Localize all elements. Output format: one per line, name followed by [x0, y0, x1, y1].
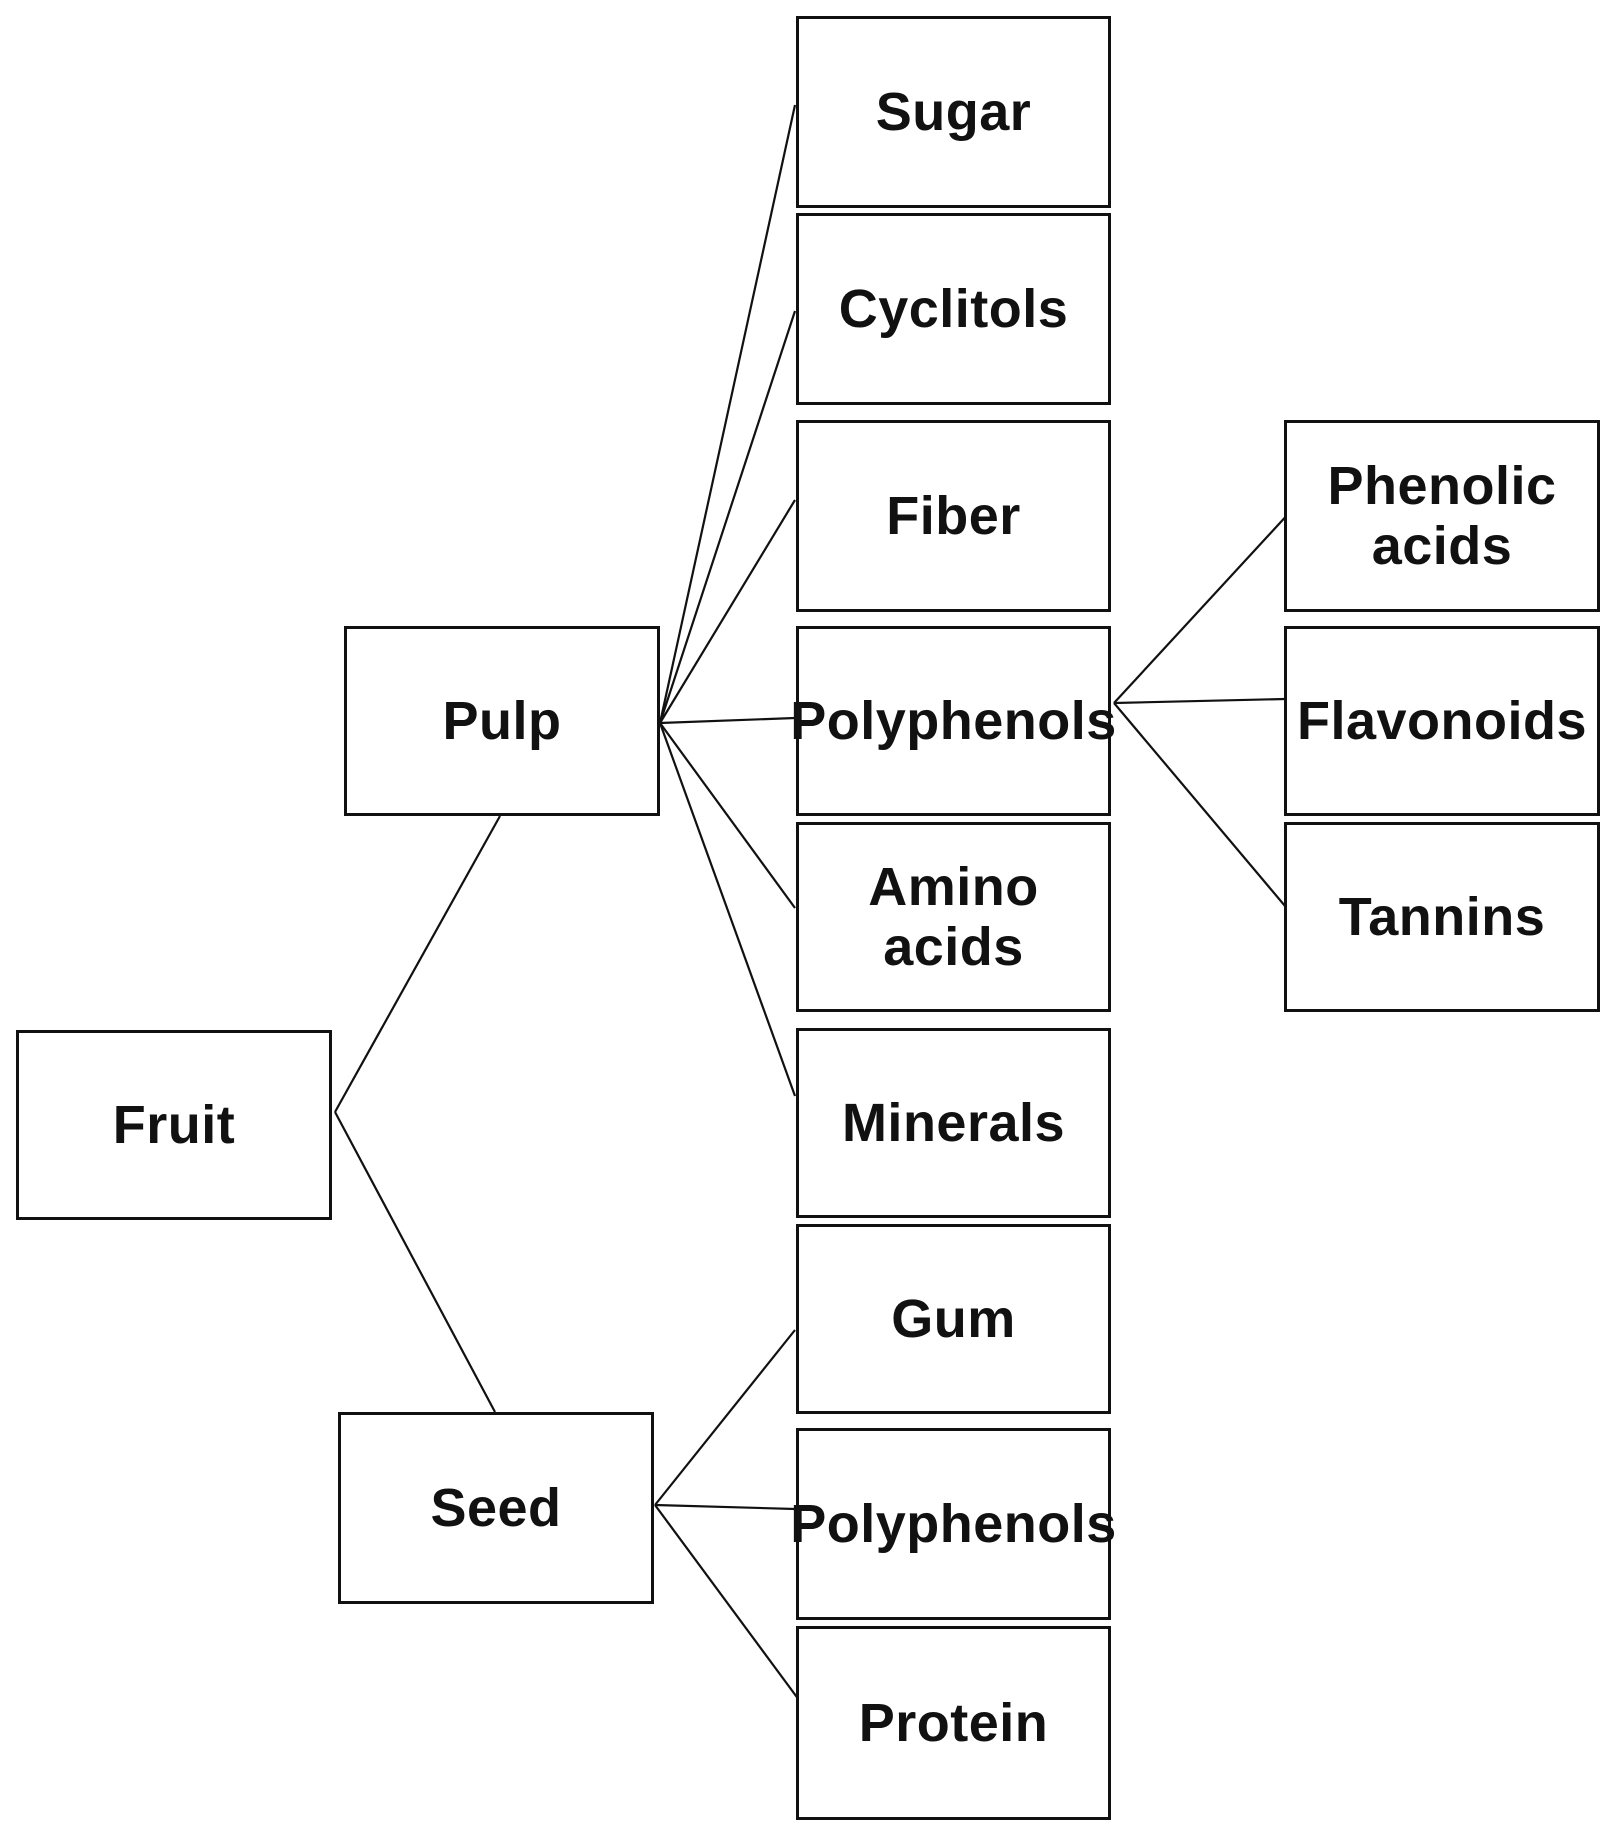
node-seed-label: Seed — [430, 1477, 562, 1538]
node-gum-label: Gum — [891, 1288, 1016, 1349]
link-polyphenols-tannins — [1113, 702, 1286, 907]
link-pulp-sugar — [658, 104, 797, 724]
link-pulp-fiber — [659, 499, 796, 724]
node-cyclitols-label: Cyclitols — [838, 278, 1069, 339]
node-protein: Protein — [796, 1626, 1111, 1820]
link-fruit-pulp — [334, 815, 501, 1113]
node-flavonoids-label: Flavonoids — [1296, 690, 1588, 751]
node-phenolic-acids: Phenolic acids — [1284, 420, 1600, 612]
node-amino-acids: Amino acids — [796, 822, 1111, 1012]
node-tannins: Tannins — [1284, 822, 1600, 1012]
node-fruit-label: Fruit — [112, 1094, 236, 1155]
node-seed: Seed — [338, 1412, 654, 1604]
node-fiber-label: Fiber — [886, 485, 1021, 546]
node-amino-acids-label: Amino acids — [868, 856, 1039, 977]
link-seed-protein — [654, 1504, 800, 1701]
node-sugar-label: Sugar — [875, 81, 1032, 142]
link-seed-gum — [654, 1329, 796, 1506]
node-sugar: Sugar — [796, 16, 1111, 208]
node-seed-polyphenols: Polyphenols — [790, 1428, 1116, 1620]
node-minerals-label: Minerals — [841, 1092, 1066, 1153]
node-flavonoids: Flavonoids — [1284, 626, 1600, 816]
node-pulp-polyphenols-label: Polyphenols — [790, 690, 1117, 751]
node-pulp: Pulp — [344, 626, 660, 816]
node-tannins-label: Tannins — [1338, 886, 1546, 947]
link-polyphenols-flavonoids — [1113, 697, 1286, 705]
link-pulp-minerals — [658, 722, 797, 1097]
node-pulp-label: Pulp — [442, 690, 562, 751]
link-pulp-amino-acids — [659, 722, 796, 909]
node-fiber: Fiber — [796, 420, 1111, 612]
node-fruit: Fruit — [16, 1030, 332, 1220]
node-minerals: Minerals — [796, 1028, 1111, 1218]
link-fruit-seed — [334, 1111, 496, 1413]
node-pulp-polyphenols: Polyphenols — [790, 626, 1116, 816]
node-phenolic-acids-label: Phenolic acids — [1327, 455, 1557, 576]
node-cyclitols: Cyclitols — [796, 213, 1111, 405]
link-seed-polyphenols — [654, 1503, 796, 1511]
link-polyphenols-phenolic-acids — [1113, 511, 1291, 704]
node-protein-label: Protein — [858, 1692, 1049, 1753]
node-seed-polyphenols-label: Polyphenols — [790, 1493, 1117, 1554]
link-pulp-polyphenols — [659, 716, 796, 725]
node-gum: Gum — [796, 1224, 1111, 1414]
link-pulp-cyclitols — [658, 310, 797, 724]
